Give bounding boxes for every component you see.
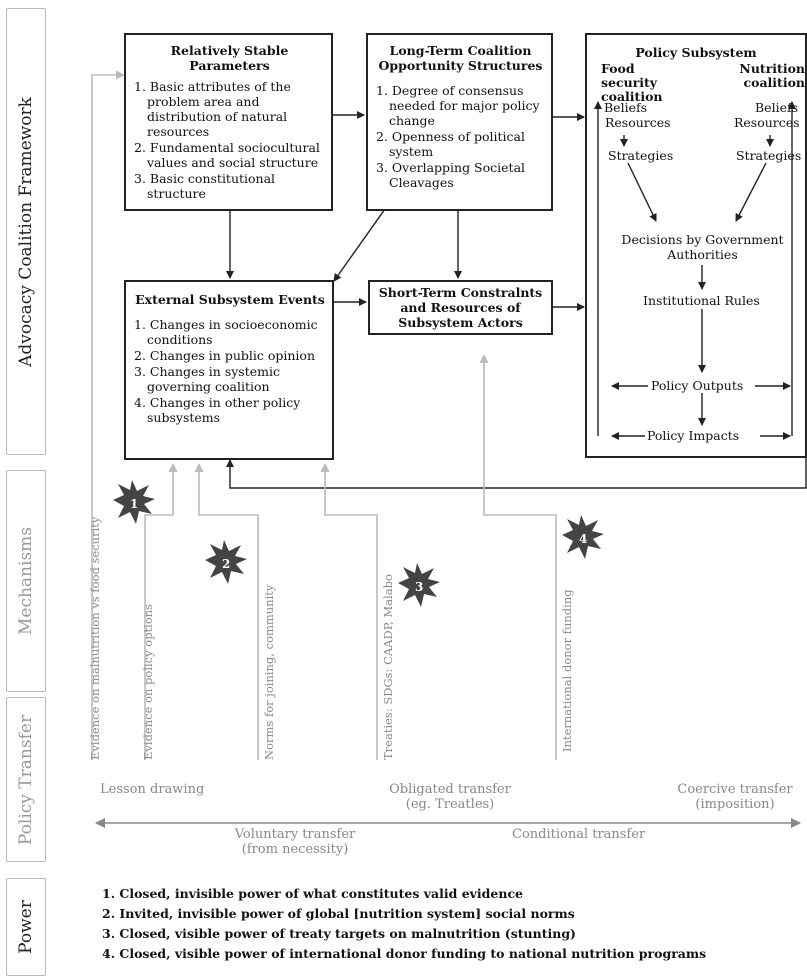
star-badge-1 [113, 480, 155, 524]
stable-parameters-item: 3. Basic constitutional structure [134, 171, 276, 201]
mechanism-label-evidence-malnutrition: Evidence on malnutrition vs food securit… [88, 516, 102, 760]
long-term-item: 2. Openness of political system [376, 129, 525, 159]
external-events-item: 1. Changes in socioeconomic conditions [134, 317, 318, 347]
star-badge-2 [205, 540, 247, 584]
external-events-title: External Subsystem Events [135, 292, 325, 307]
transfer-coercive: Coercive transfer (imposition) [665, 782, 805, 812]
long-term-list: 1. Degree of consensus needed for major … [376, 83, 545, 190]
star-1-number: 1 [130, 497, 138, 511]
transfer-voluntary: Voluntary transfer (from necessity) [205, 827, 385, 857]
food-beliefs: Beliefs [604, 100, 648, 115]
food-coalition-label: Food security coalition [601, 61, 663, 104]
box-stable-parameters: Relatively Stable Parameters 1. Basic at… [124, 33, 333, 211]
power-item: 1. Closed, invisible power of what const… [102, 886, 524, 901]
transfer-conditional: Conditional transfer [512, 827, 646, 842]
box-policy-subsystem [585, 33, 807, 458]
transfer-obligated-sub: (eg. Treatles) [405, 797, 495, 812]
power-item: 2. Invited, invisible power of global [n… [102, 906, 575, 921]
star-3-number: 3 [415, 580, 423, 594]
stable-parameters-title: Relatively Stable Parameters [170, 43, 289, 73]
panel-mechanisms: Mechanisms [6, 470, 46, 692]
transfer-obligated-label: Obligated transfer [389, 782, 511, 797]
box-long-term: Long-Term Coalition Opportunity Structur… [366, 33, 553, 211]
transfer-coercive-sub: (imposition) [695, 797, 775, 812]
food-resources: Resources [605, 115, 671, 130]
decisions-label: Decisions by Government Authorities [621, 232, 784, 262]
box-external-events: External Subsystem Events 1. Changes in … [124, 280, 334, 460]
transfer-voluntary-label: Voluntary transfer [234, 827, 356, 842]
star-2-number: 2 [222, 557, 230, 571]
long-term-title: Long-Term Coalition Opportunity Structur… [378, 43, 543, 73]
nutrition-beliefs: Beliefs [755, 100, 799, 115]
policy-outputs-label: Policy Outputs [651, 378, 744, 393]
external-events-list: 1. Changes in socioeconomic conditions 2… [134, 317, 326, 425]
transfer-obligated: Obligated transfer (eg. Treatles) [360, 782, 540, 812]
institutional-rules-label: Institutional Rules [643, 293, 760, 308]
power-item: 4. Closed, visible power of internationa… [102, 946, 707, 961]
external-events-item: 4. Changes in other policy subsystems [134, 395, 301, 425]
box-short-term: Short-Term Constralnts and Resources of … [368, 280, 553, 335]
stable-parameters-item: 1. Basic attributes of the problem area … [134, 79, 291, 139]
star-4-number: 4 [579, 532, 587, 546]
policy-impacts-label: Policy Impacts [647, 428, 740, 443]
stable-parameters-item: 2. Fundamental sociocultural values and … [134, 140, 320, 170]
long-term-item: 1. Degree of consensus needed for major … [376, 83, 540, 128]
power-item: 3. Closed, visible power of treaty targe… [102, 926, 576, 941]
long-term-item: 3. Overlapping Societal Cleavages [376, 160, 526, 190]
panel-framework: Advocacy Coalition Framework [6, 8, 46, 455]
external-events-item: 3. Changes in systemic governing coaliti… [134, 364, 280, 394]
policy-subsystem-title: Policy Subsystem [635, 45, 757, 60]
food-strategies: Strategies [608, 148, 674, 163]
mechanism-label-norms: Norms for joining, community [262, 584, 276, 760]
transfer-coercive-label: Coercive transfer [677, 782, 793, 797]
star-badges: 1 2 3 4 [113, 480, 604, 607]
mechanism-label-treaties: Treaties: SDGs: CAADP, Malabo [381, 574, 395, 760]
star-badge-4 [562, 515, 604, 559]
mechanism-label-evidence-policy: Evidence on policy options [141, 603, 155, 760]
star-badge-3 [398, 563, 440, 607]
transfer-voluntary-sub: (from necessity) [241, 842, 349, 857]
nutrition-strategies: Strategies [736, 148, 802, 163]
nutrition-resources: Resources [734, 115, 800, 130]
nutrition-coalition-label: Nutrition coalition [739, 61, 805, 90]
stable-parameters-list: 1. Basic attributes of the problem area … [134, 79, 325, 201]
panel-policy-transfer: Policy Transfer [6, 697, 46, 862]
power-list: 1. Closed, invisible power of what const… [102, 884, 706, 964]
short-term-title: Short-Term Constralnts and Resources of … [378, 285, 543, 330]
external-events-item: 2. Changes in public opinion [134, 348, 315, 363]
transfer-lesson-drawing: Lesson drawing [100, 782, 205, 797]
mechanism-label-donor-funding: International donor funding [560, 589, 574, 752]
panel-power: Power [6, 878, 46, 976]
